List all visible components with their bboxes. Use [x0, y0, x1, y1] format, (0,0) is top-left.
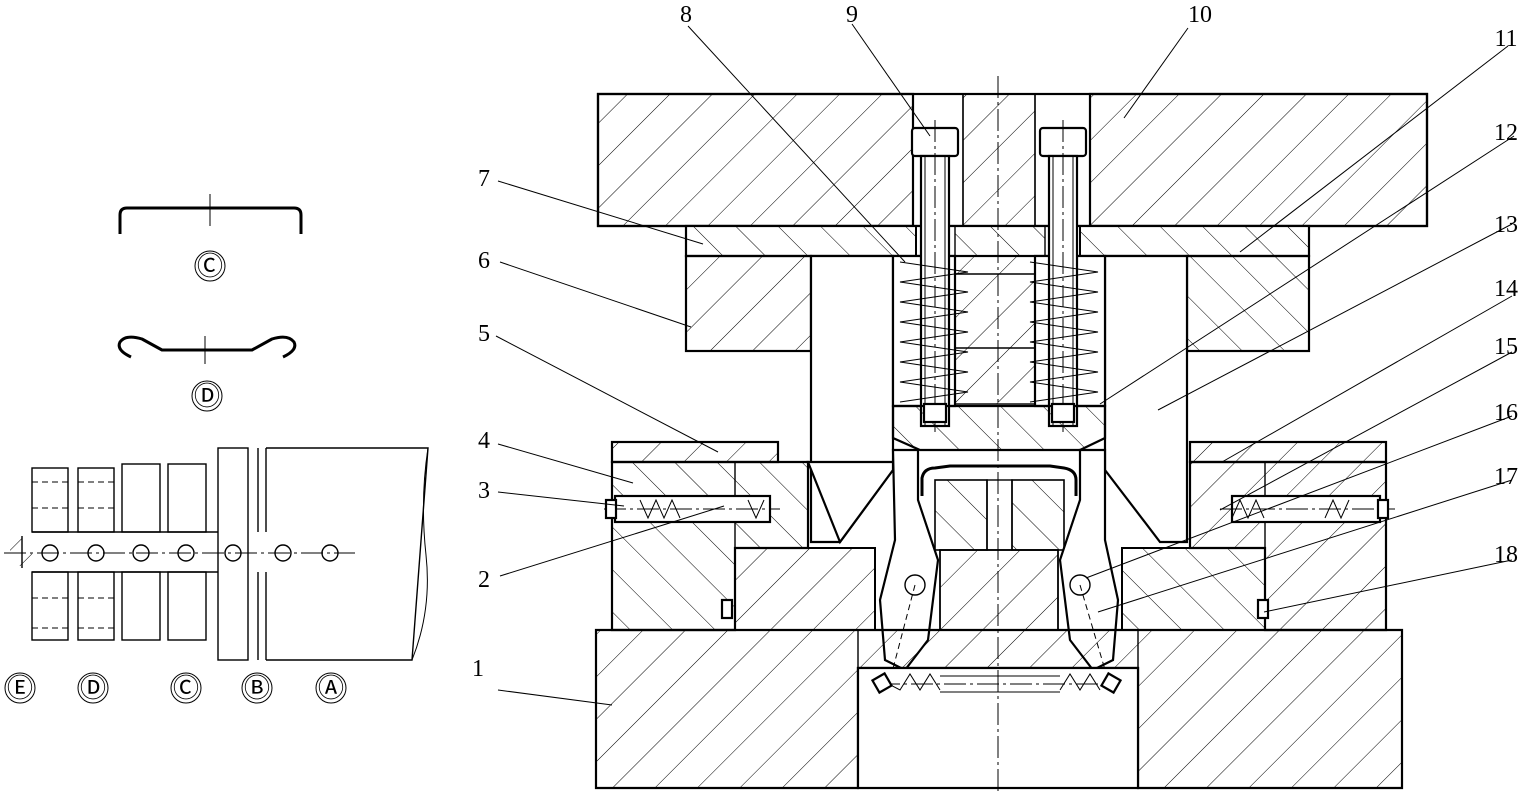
part-label-3: 3	[478, 478, 490, 504]
part-label-1: 1	[472, 656, 484, 682]
station-a-label: Ⓐ	[318, 674, 344, 703]
profile-d-label: Ⓓ	[194, 382, 220, 411]
part-label-18: 18	[1494, 542, 1518, 568]
part-label-12: 12	[1494, 120, 1518, 146]
part-label-16: 16	[1494, 400, 1518, 426]
part-label-15: 15	[1494, 334, 1518, 360]
leader-lines	[495, 23, 1515, 706]
part-label-9: 9	[846, 2, 858, 28]
part-label-2: 2	[478, 567, 490, 593]
part-label-10: 10	[1188, 2, 1212, 28]
profile-c-label: Ⓒ	[197, 252, 223, 281]
part-label-17: 17	[1494, 464, 1518, 490]
strip-layout: Ⓔ Ⓓ Ⓒ Ⓑ Ⓐ	[4, 447, 429, 704]
station-e-label: Ⓔ	[7, 674, 33, 703]
part-label-6: 6	[478, 248, 490, 274]
part-label-5: 5	[478, 321, 490, 347]
profile-d: Ⓓ	[117, 335, 297, 412]
part-label-7: 7	[478, 166, 490, 192]
die-section	[594, 76, 1429, 794]
station-b-label: Ⓑ	[244, 674, 270, 703]
station-d-label: Ⓓ	[80, 674, 106, 703]
part-label-8: 8	[680, 2, 692, 28]
profile-c: Ⓒ	[118, 194, 303, 282]
part-label-4: 4	[478, 428, 490, 454]
part-label-13: 13	[1494, 212, 1518, 238]
station-c-label: Ⓒ	[173, 674, 199, 703]
part-label-14: 14	[1494, 276, 1518, 302]
part-numbers: 1 2 3 4 5 6 7 8 9 10 11 12 13 14 15 16 1…	[472, 2, 1518, 682]
part-label-11: 11	[1494, 26, 1517, 52]
